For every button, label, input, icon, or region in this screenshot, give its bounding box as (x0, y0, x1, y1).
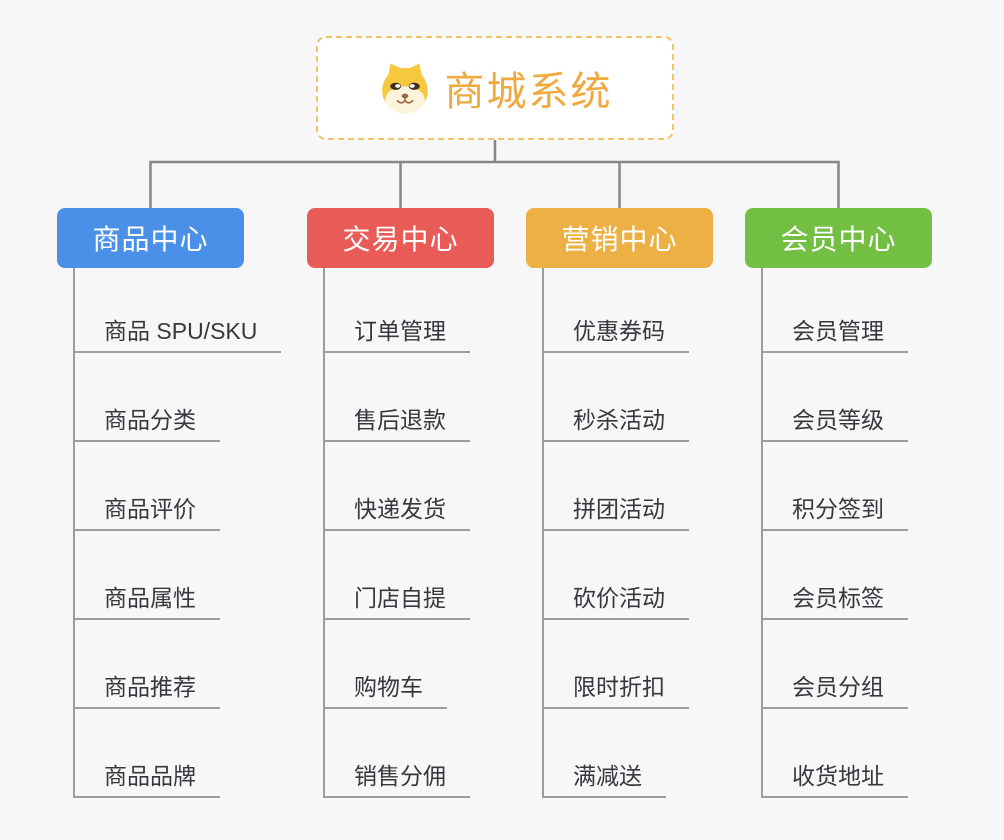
leaf-node[interactable]: 收货地址 (761, 761, 908, 798)
branch-trunk-line (323, 268, 325, 798)
leaf-node[interactable]: 会员分组 (761, 672, 908, 709)
leaf-node[interactable]: 限时折扣 (542, 672, 689, 709)
leaf-node[interactable]: 会员等级 (761, 405, 908, 442)
leaf-node[interactable]: 订单管理 (323, 316, 470, 353)
leaf-node[interactable]: 商品评价 (73, 494, 220, 531)
root-node-label: 商城系统 (444, 70, 613, 114)
branch-trunk-line (542, 268, 544, 798)
leaf-node[interactable]: 满减送 (542, 761, 666, 798)
leaf-node[interactable]: 商品属性 (73, 583, 220, 620)
leaf-node[interactable]: 积分签到 (761, 494, 908, 531)
leaf-node[interactable]: 购物车 (323, 672, 447, 709)
root-node[interactable]: 商城系统 (316, 36, 674, 140)
leaf-node[interactable]: 拼团活动 (542, 494, 689, 531)
branch-node-product-center[interactable]: 商品中心 (57, 208, 244, 268)
leaf-node[interactable]: 会员管理 (761, 316, 908, 353)
leaf-node[interactable]: 售后退款 (323, 405, 470, 442)
leaf-node[interactable]: 商品 SPU/SKU (73, 316, 282, 353)
branch-node-member-center[interactable]: 会员中心 (745, 208, 932, 268)
leaf-node[interactable]: 会员标签 (761, 583, 908, 620)
leaf-node[interactable]: 快递发货 (323, 494, 470, 531)
leaf-node[interactable]: 销售分佣 (323, 761, 470, 798)
leaf-node[interactable]: 秒杀活动 (542, 405, 689, 442)
leaf-node[interactable]: 商品品牌 (73, 761, 220, 798)
leaf-node[interactable]: 砍价活动 (542, 583, 689, 620)
branch-node-marketing-center[interactable]: 营销中心 (526, 208, 713, 268)
branch-trunk-line (761, 268, 763, 798)
branch-trunk-line (73, 268, 75, 798)
leaf-node[interactable]: 商品推荐 (73, 672, 220, 709)
branch-node-trade-center[interactable]: 交易中心 (307, 208, 494, 268)
leaf-node[interactable]: 门店自提 (323, 583, 470, 620)
leaf-node[interactable]: 优惠券码 (542, 316, 689, 353)
leaf-node[interactable]: 商品分类 (73, 405, 220, 442)
shiba-dog-icon (378, 61, 432, 115)
